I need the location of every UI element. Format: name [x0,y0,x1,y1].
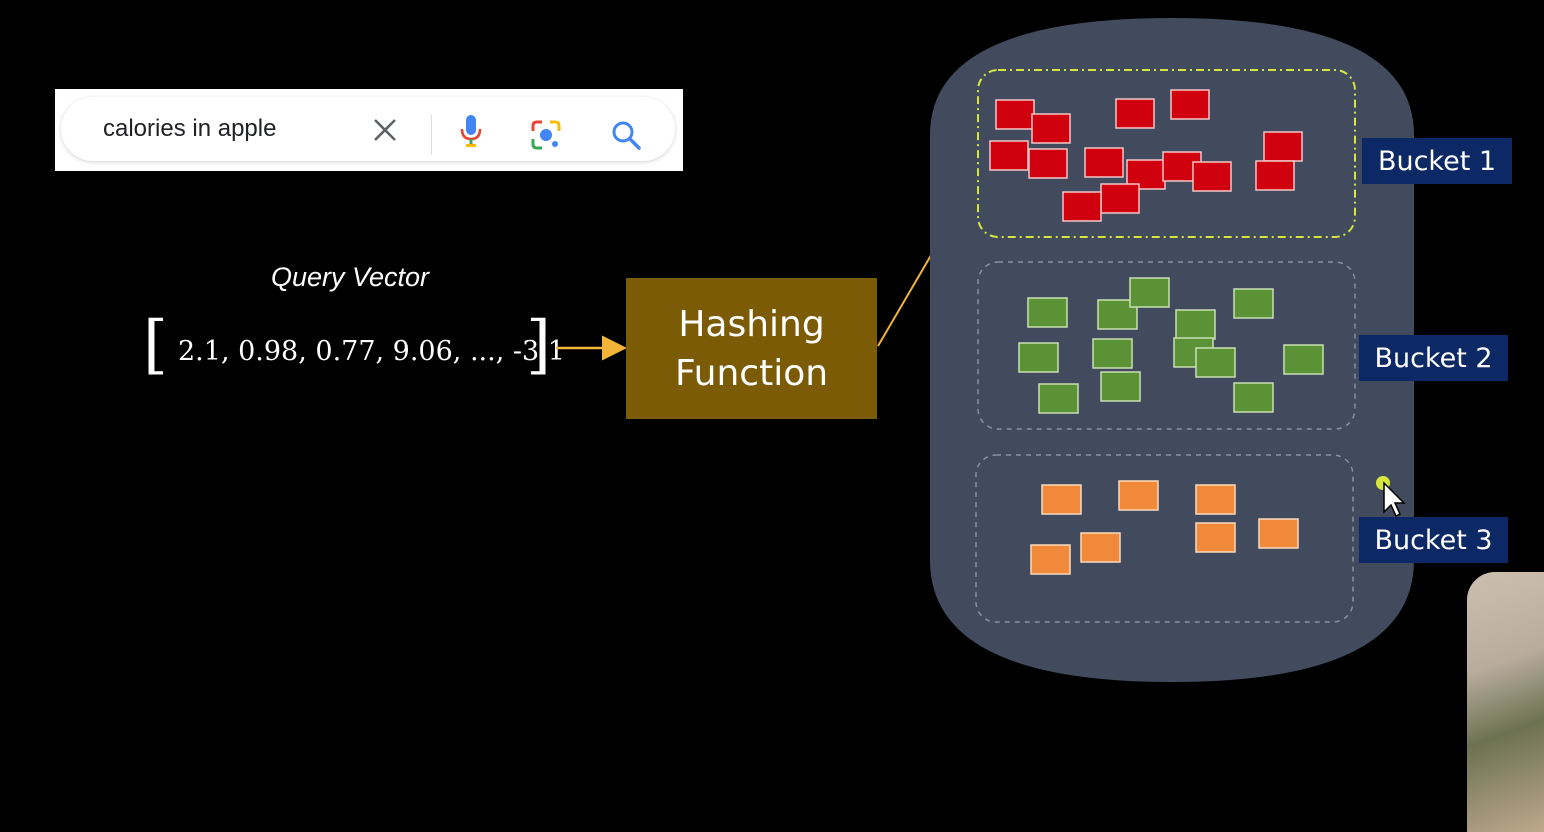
bucket-1-label: Bucket 1 [1362,138,1512,184]
vector-item [1100,183,1140,214]
mouse-cursor-icon [1383,481,1406,518]
vector-item [1283,344,1324,375]
presenter-webcam [1467,572,1544,832]
vector-bracket-close: ] [526,308,551,382]
vector-item [1028,148,1068,179]
vector-item [1092,338,1133,369]
query-vector-values: 2.1, 0.98, 0.77, 9.06, ..., -3.1 [178,336,565,367]
hashing-function-box: Hashing Function [626,278,877,419]
vector-item [995,99,1035,130]
vector-item [1255,160,1295,191]
bucket-2-region [977,261,1356,430]
vector-item [1038,383,1079,414]
vector-item [1129,277,1170,308]
query-vector-label: Query Vector [270,262,430,292]
vector-item [1115,98,1155,129]
bucket-2-items [1018,277,1324,414]
camera-lens-icon[interactable] [530,119,562,151]
vector-item [989,140,1029,171]
vector-item [1195,522,1236,553]
bucket-3-items [1030,480,1299,575]
search-icon[interactable] [611,120,641,150]
vector-item [1031,113,1071,144]
vector-item [1263,131,1303,162]
vector-item [1062,191,1102,222]
vector-item [1233,382,1274,413]
vector-item [1175,309,1216,340]
vector-item [1100,371,1141,402]
vector-item [1258,518,1299,549]
search-pill[interactable]: calories in apple [61,97,675,161]
vector-item [1041,484,1082,515]
vector-item [1080,532,1121,563]
vector-item [1233,288,1274,319]
vector-item [1018,342,1059,373]
vector-item [1118,480,1159,511]
vector-item [1192,161,1232,192]
bucket-2-label: Bucket 2 [1359,335,1508,381]
vector-item [1030,544,1071,575]
vector-item [1027,297,1068,328]
bucket-3-label: Bucket 3 [1359,517,1508,563]
close-icon[interactable] [372,117,398,143]
search-divider [431,115,432,155]
vector-item [1195,347,1236,378]
bucket-1-region [977,69,1356,238]
bucket-1-items [989,89,1303,222]
bucket-3-region [975,454,1354,623]
vector-item [1195,484,1236,515]
microphone-icon[interactable] [458,113,484,149]
vector-bracket-open: [ [143,308,168,382]
search-input[interactable]: calories in apple [103,115,277,142]
search-bar: calories in apple [55,89,683,171]
hashing-function-label: Hashing Function [674,303,829,394]
vector-item [1084,147,1124,178]
vector-item [1170,89,1210,120]
